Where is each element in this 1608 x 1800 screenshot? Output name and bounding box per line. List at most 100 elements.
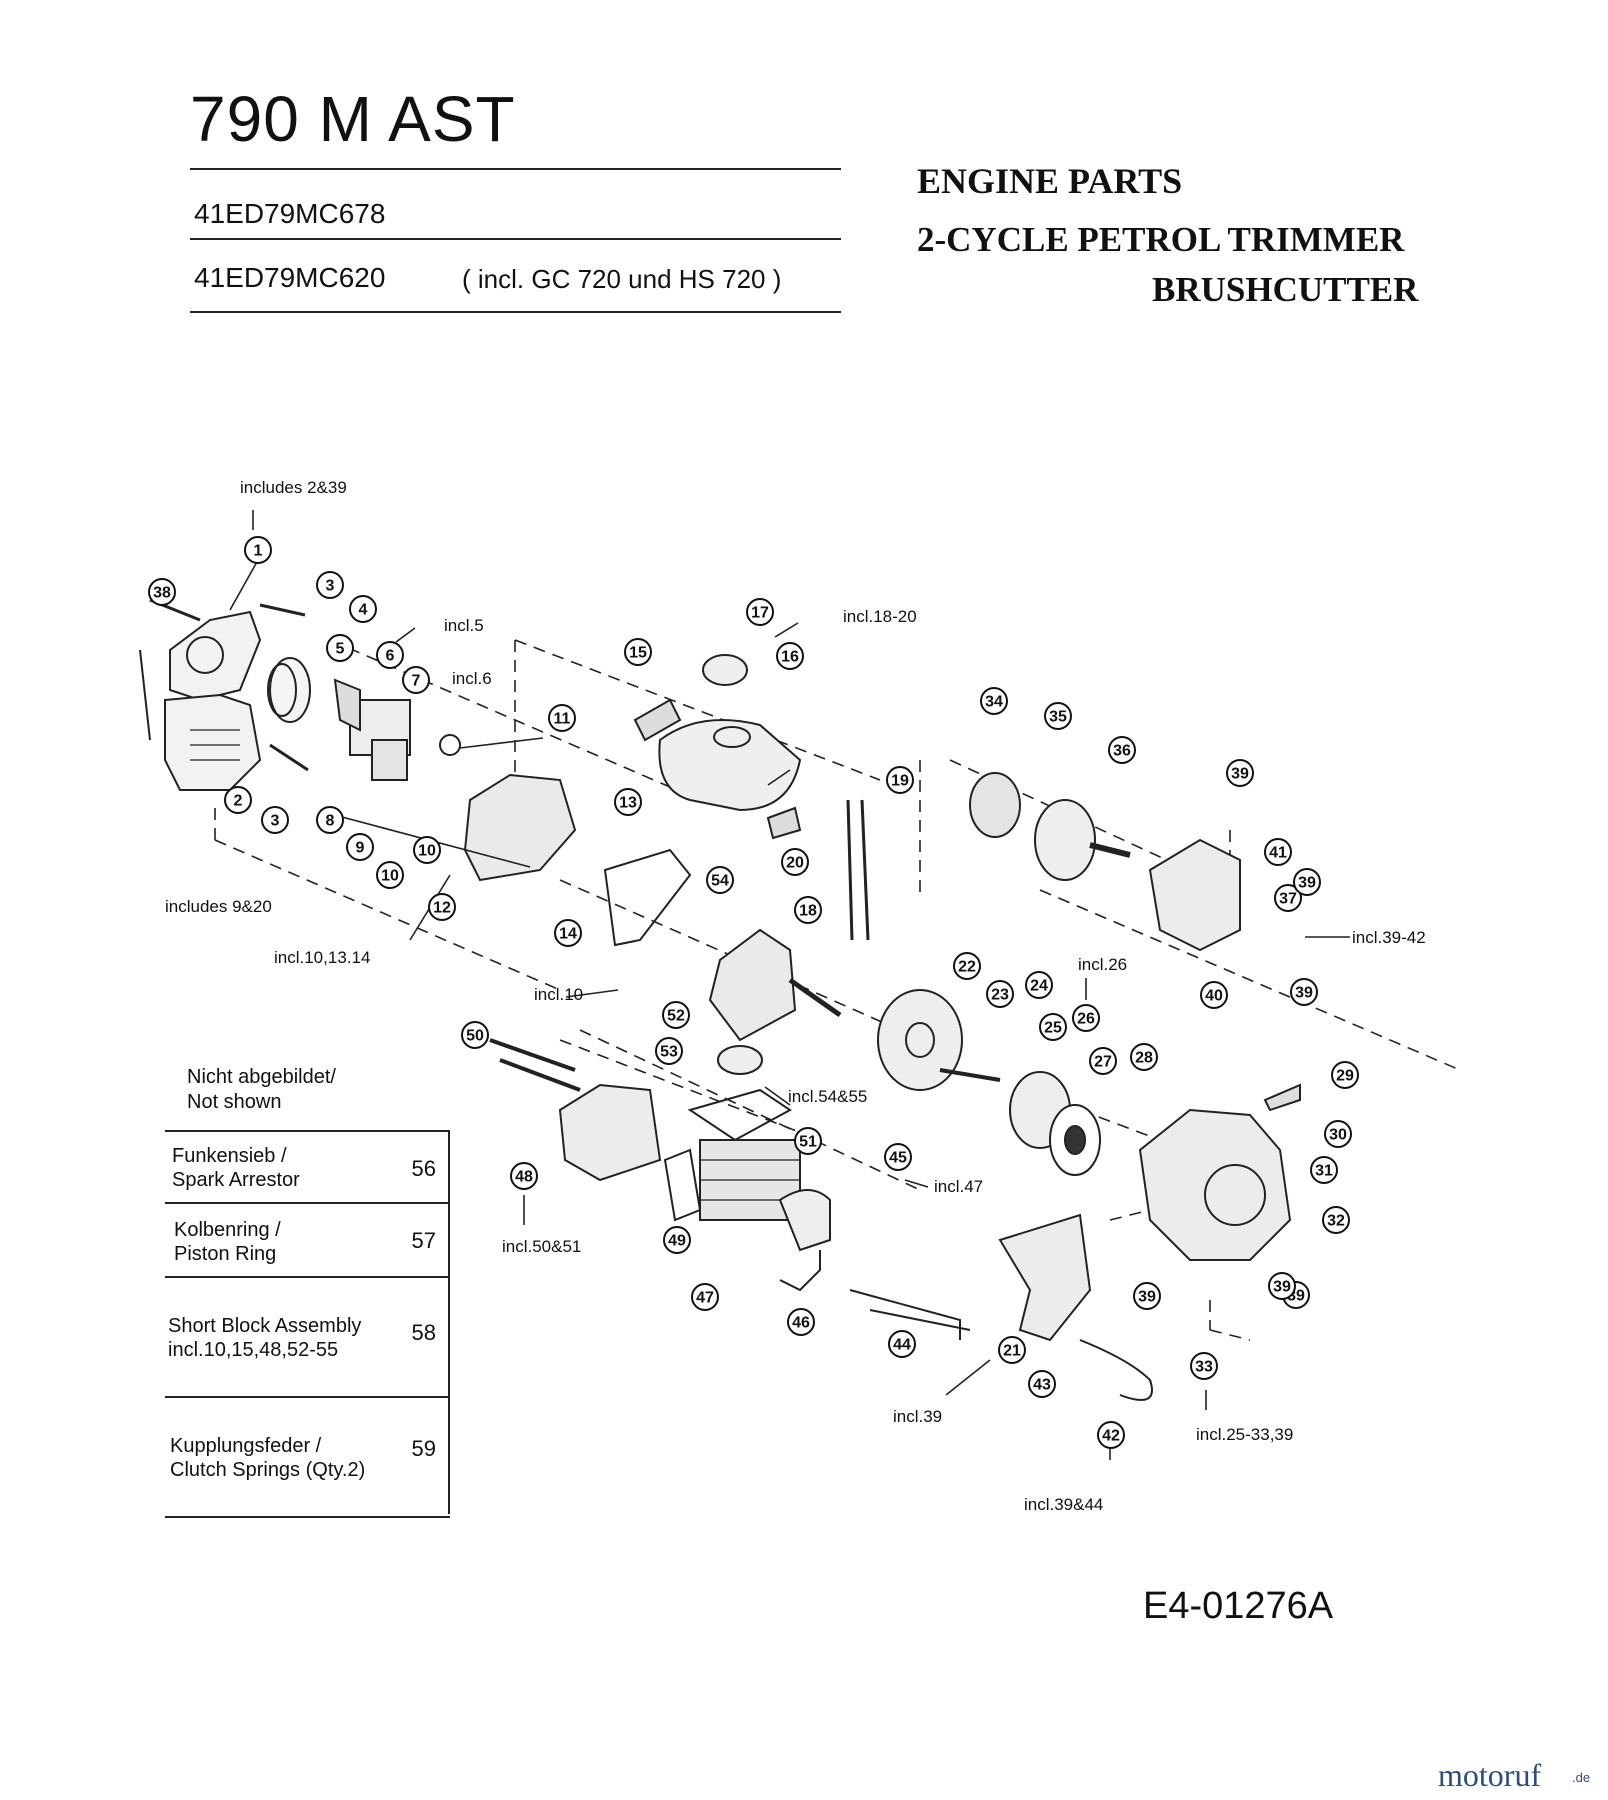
brand-logo[interactable]: motoruf: [1438, 1757, 1542, 1793]
svg-text:31: 31: [1315, 1163, 1333, 1180]
callout-20: 20: [781, 848, 809, 876]
label-incl-39-44: incl.39&44: [1024, 1495, 1103, 1514]
callout-48: 48: [510, 1162, 538, 1190]
part-bracket: [998, 1213, 1092, 1342]
brand-domain: .de: [1572, 1770, 1591, 1785]
svg-text:8: 8: [326, 813, 335, 830]
callout-1: 1: [244, 536, 272, 564]
svg-text:35: 35: [1049, 709, 1067, 726]
row-part-number: 58: [411, 1320, 436, 1345]
callout-18: 18: [794, 896, 822, 924]
part-ignition-coil: [778, 1189, 831, 1252]
svg-text:39: 39: [1298, 875, 1316, 892]
svg-text:43: 43: [1033, 1377, 1051, 1394]
callout-33: 33: [1190, 1352, 1218, 1380]
part-intake: [463, 773, 577, 882]
svg-text:28: 28: [1135, 1050, 1153, 1067]
svg-text:45: 45: [889, 1150, 907, 1167]
callout-45: 45: [884, 1143, 912, 1171]
callout-17: 17: [746, 598, 774, 626]
callout-23: 23: [986, 980, 1014, 1008]
label-incl-54-55: incl.54&55: [788, 1087, 867, 1106]
label-incl-47: incl.47: [934, 1177, 983, 1196]
heading-engine-parts: ENGINE PARTS: [917, 161, 1183, 201]
svg-text:38: 38: [153, 585, 171, 602]
svg-text:12: 12: [433, 900, 451, 917]
label-incl-10-13-14: incl.10,13.14: [274, 948, 370, 967]
drawing-code: E4-01276A: [1143, 1585, 1334, 1627]
part-muffler: [558, 1083, 662, 1182]
svg-text:42: 42: [1102, 1428, 1120, 1445]
svg-text:39: 39: [1231, 766, 1249, 783]
svg-text:2: 2: [234, 793, 243, 810]
svg-text:15: 15: [629, 645, 647, 662]
row-description: Kolbenring / Piston Ring: [174, 1219, 281, 1265]
svg-text:7: 7: [412, 673, 421, 690]
model-title: 790 M AST: [190, 83, 516, 155]
callout-46: 46: [787, 1308, 815, 1336]
label-incl-50-51: incl.50&51: [502, 1237, 581, 1256]
svg-text:44: 44: [893, 1337, 911, 1354]
svg-text:46: 46: [792, 1315, 810, 1332]
divider: [190, 238, 841, 240]
part-clutch-drum: [1034, 799, 1096, 881]
svg-text:18: 18: [799, 903, 817, 920]
svg-text:39: 39: [1295, 985, 1313, 1002]
not-shown-table: Funkensieb / Spark Arrestor 56 Kolbenrin…: [165, 1130, 450, 1518]
label-incl-26: incl.26: [1078, 955, 1127, 974]
part-housing-cover: [164, 610, 262, 791]
callout-16: 16: [776, 642, 804, 670]
divider: [190, 168, 841, 170]
row-part-number: 56: [411, 1156, 436, 1181]
row-description: Funkensieb / Spark Arrestor: [172, 1145, 300, 1191]
callout-19: 19: [886, 766, 914, 794]
callout-5: 5: [326, 634, 354, 662]
svg-text:17: 17: [751, 605, 769, 622]
callout-31: 31: [1310, 1156, 1338, 1184]
label-incl-18-20: incl.18-20: [843, 607, 917, 626]
svg-text:34: 34: [985, 694, 1003, 711]
svg-text:20: 20: [786, 855, 804, 872]
svg-text:52: 52: [667, 1008, 685, 1025]
callout-15: 15: [624, 638, 652, 666]
svg-text:51: 51: [799, 1134, 817, 1151]
table-row: Funkensieb / Spark Arrestor 56: [165, 1130, 450, 1204]
callout-44: 44: [888, 1330, 916, 1358]
svg-text:6: 6: [386, 648, 395, 665]
svg-text:3: 3: [271, 813, 280, 830]
callout-8: 8: [316, 806, 344, 834]
callout-35: 35: [1044, 702, 1072, 730]
callout-50: 50: [461, 1021, 489, 1049]
callout-34: 34: [980, 687, 1008, 715]
svg-text:27: 27: [1094, 1054, 1112, 1071]
svg-text:54: 54: [711, 873, 729, 890]
part-air-filter: [269, 657, 311, 723]
callout-43: 43: [1028, 1370, 1056, 1398]
svg-text:1: 1: [254, 543, 263, 560]
label-incl-5: incl.5: [444, 616, 484, 635]
svg-text:49: 49: [668, 1233, 686, 1250]
svg-text:10: 10: [381, 868, 399, 885]
callout-39: 39: [1133, 1282, 1161, 1310]
not-shown-heading: Nicht abgebildet/ Not shown: [187, 1066, 336, 1113]
svg-text:16: 16: [781, 649, 799, 666]
callout-37: 37: [1274, 884, 1302, 912]
row-part-number: 57: [411, 1228, 436, 1253]
callout-4: 4: [349, 595, 377, 623]
callout-26: 26: [1072, 1004, 1100, 1032]
callout-14: 14: [554, 919, 582, 947]
callout-54: 54: [706, 866, 734, 894]
callout-39: 39: [1290, 978, 1318, 1006]
part-crankcase: [708, 928, 797, 1042]
part-fuel-cap: [702, 654, 748, 686]
callout-22: 22: [953, 952, 981, 980]
label-includes-9-20: includes 9&20: [165, 897, 272, 916]
svg-text:14: 14: [559, 926, 577, 943]
svg-text:50: 50: [466, 1028, 484, 1045]
svg-text:9: 9: [356, 840, 365, 857]
callout-21: 21: [998, 1336, 1026, 1364]
svg-text:40: 40: [1205, 988, 1223, 1005]
svg-text:3: 3: [326, 578, 335, 595]
